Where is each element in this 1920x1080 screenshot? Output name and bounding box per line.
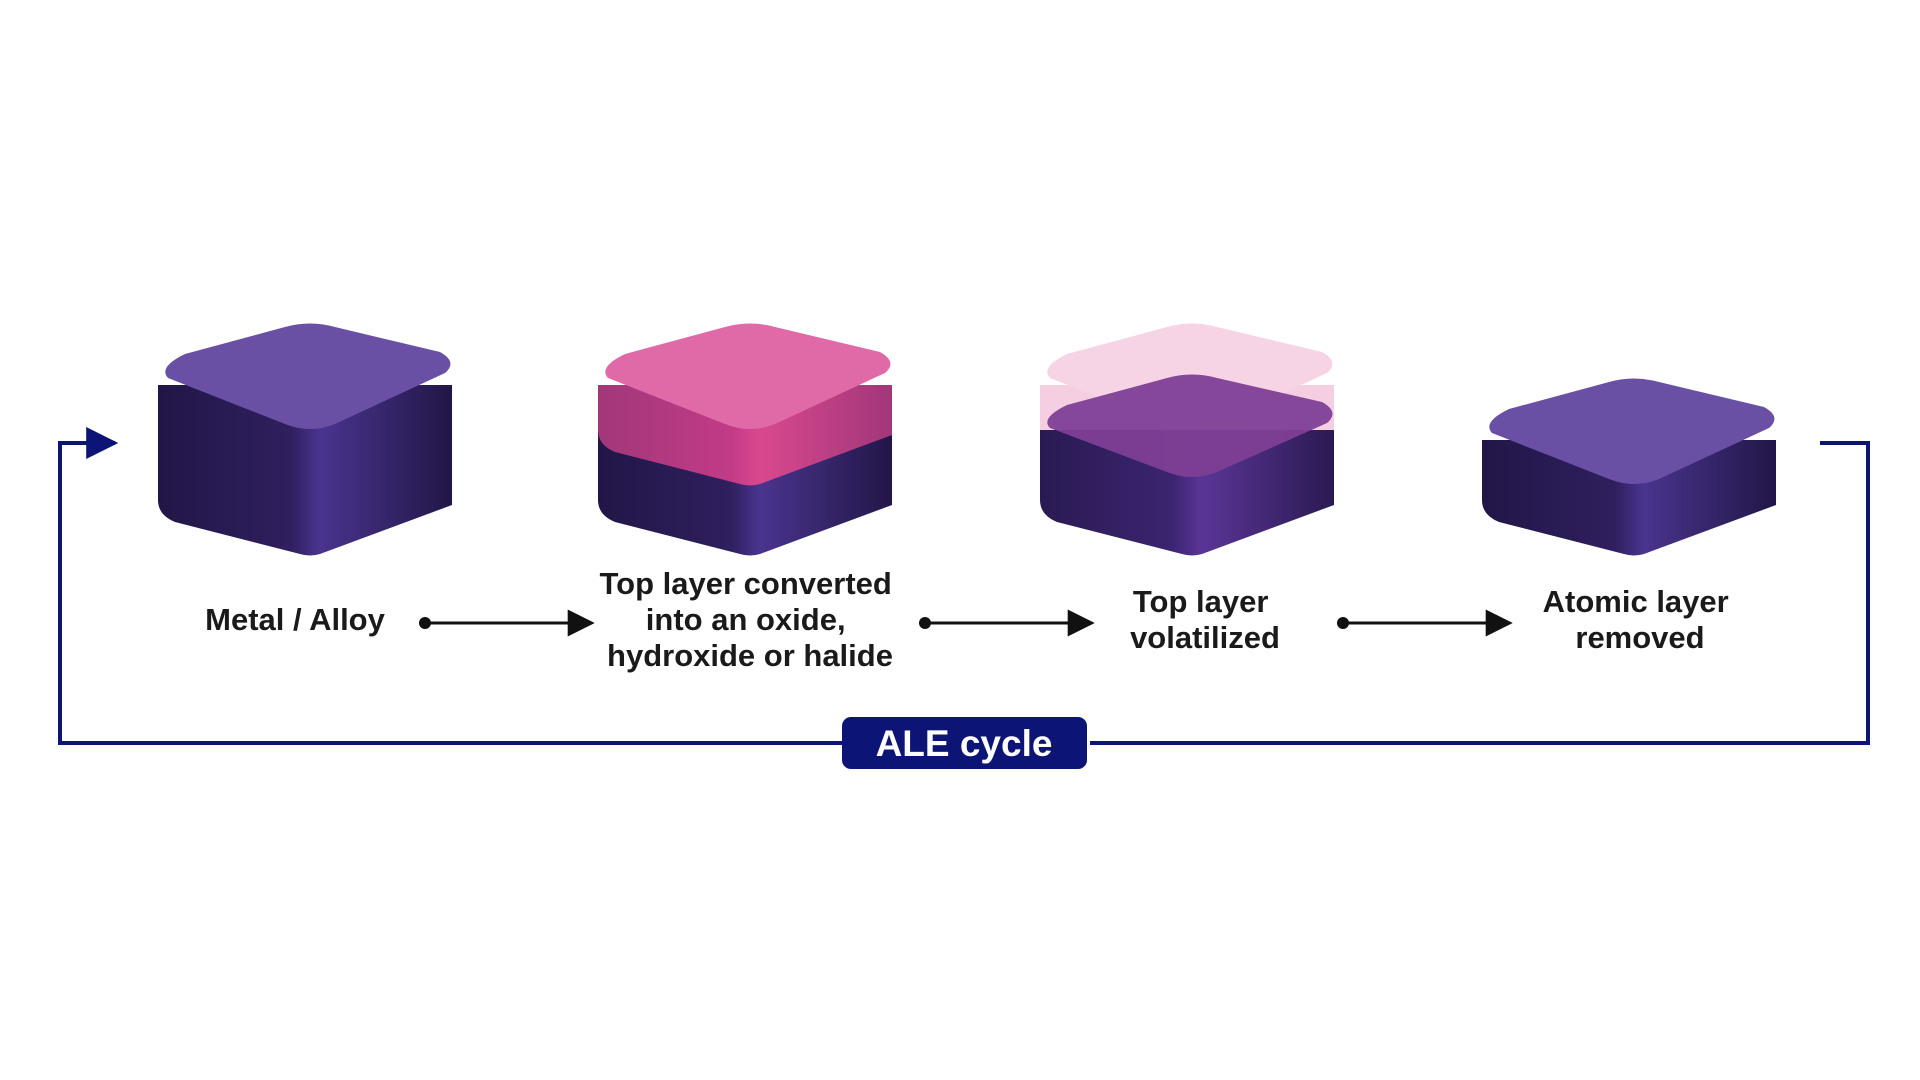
step-label-metal-alloy: Metal / Alloy <box>205 602 385 637</box>
cycle-loop-line <box>58 427 1870 745</box>
block-oxide-converted <box>598 323 892 556</box>
step-arrow-2 <box>919 609 1095 637</box>
step-label-oxide: Top layer converted into an oxide, hydro… <box>600 566 901 673</box>
block-atomic-layer-removed <box>1482 378 1776 556</box>
cycle-label: ALE cycle <box>876 723 1053 764</box>
block-volatilized <box>1040 323 1334 556</box>
cycle-badge: ALE cycle <box>842 717 1087 769</box>
step-arrow-3 <box>1337 609 1513 637</box>
block-metal-alloy <box>158 323 452 556</box>
step-label-volatilized: Top layer volatilized <box>1130 584 1280 655</box>
step-label-removed: Atomic layer removed <box>1543 584 1738 655</box>
step-arrow-1 <box>419 609 595 637</box>
